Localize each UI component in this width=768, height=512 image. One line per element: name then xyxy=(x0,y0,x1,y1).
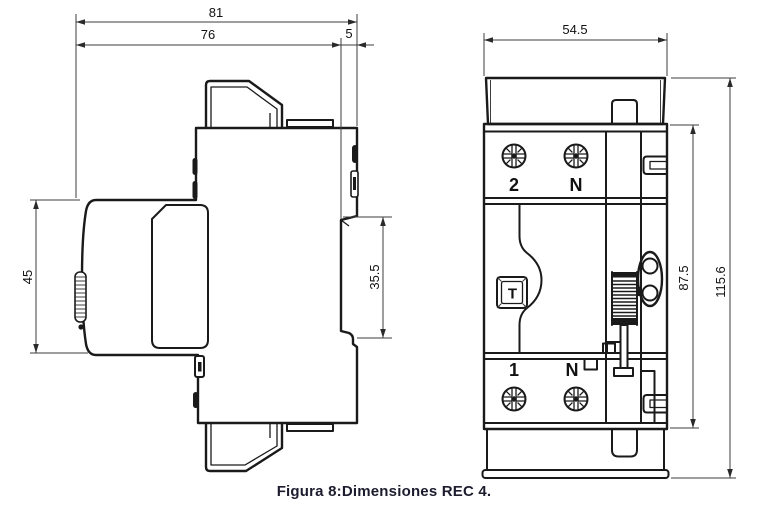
lower-left-clip xyxy=(193,392,199,408)
test-button-label: T xyxy=(508,286,517,303)
dim-body-height-label: 87.5 xyxy=(676,265,691,290)
figure-caption: Figura 8:Dimensiones REC 4. xyxy=(276,483,492,500)
side-body-outline xyxy=(80,126,359,425)
toggle-lock-holes xyxy=(636,250,664,308)
terminal-label-2: 2 xyxy=(509,175,519,195)
dim-total-height-label: 115.6 xyxy=(713,266,728,298)
module-dividers xyxy=(605,130,642,424)
top-cap-tab xyxy=(611,99,638,125)
dim-body-width-label: 76 xyxy=(201,27,215,42)
top-terminal-bar xyxy=(286,119,334,128)
right-rail-clip-upper xyxy=(642,155,668,175)
label-window xyxy=(151,204,209,349)
test-button[interactable]: T xyxy=(496,276,528,309)
screw-terminal-n-bottom[interactable] xyxy=(563,386,589,412)
dim-front-height-label: 45 xyxy=(20,270,35,284)
din-notch-detail xyxy=(340,219,350,227)
bottom-terminal-bar xyxy=(286,423,334,432)
front-dimensions: 54.5 87.5 115.6 xyxy=(483,22,736,479)
side-dimensions: 81 76 5 45 35.5 xyxy=(20,5,392,354)
mechanism-step-details xyxy=(583,342,656,424)
side-lever xyxy=(74,271,87,330)
screw-terminal-2[interactable] xyxy=(501,143,527,169)
screw-terminal-1[interactable] xyxy=(501,386,527,412)
terminal-label-n-top: N xyxy=(570,175,583,195)
front-panel-curve xyxy=(518,203,543,354)
terminal-label-1: 1 xyxy=(509,360,519,380)
side-view: 81 76 5 45 35.5 xyxy=(20,5,392,473)
front-bottom-cap xyxy=(486,428,665,471)
bottom-cap-tab xyxy=(611,428,638,458)
dim-rail-step-label: 5 xyxy=(345,26,352,41)
right-clip-bump xyxy=(352,145,358,163)
front-top-cap xyxy=(484,76,667,126)
screw-terminal-n-top[interactable] xyxy=(563,143,589,169)
toggle-lever[interactable] xyxy=(606,271,642,377)
dim-recess-height-label: 35.5 xyxy=(367,264,382,289)
toggle-stem xyxy=(619,324,629,372)
left-clip-lower xyxy=(192,181,198,199)
top-terminal-housing xyxy=(204,79,284,129)
front-view: 2 N 1 N T xyxy=(481,22,736,479)
right-rail-clip-lower xyxy=(642,394,668,414)
left-clip-upper xyxy=(192,158,198,175)
dim-total-width-label: 81 xyxy=(209,5,223,20)
bottom-terminal-housing xyxy=(204,422,284,473)
toggle-foot xyxy=(613,367,634,377)
dim-front-width-label: 54.5 xyxy=(562,22,587,37)
bottom-lip xyxy=(481,469,670,479)
terminal-label-n-bottom: N xyxy=(566,360,579,380)
front-body-outline xyxy=(482,122,669,431)
